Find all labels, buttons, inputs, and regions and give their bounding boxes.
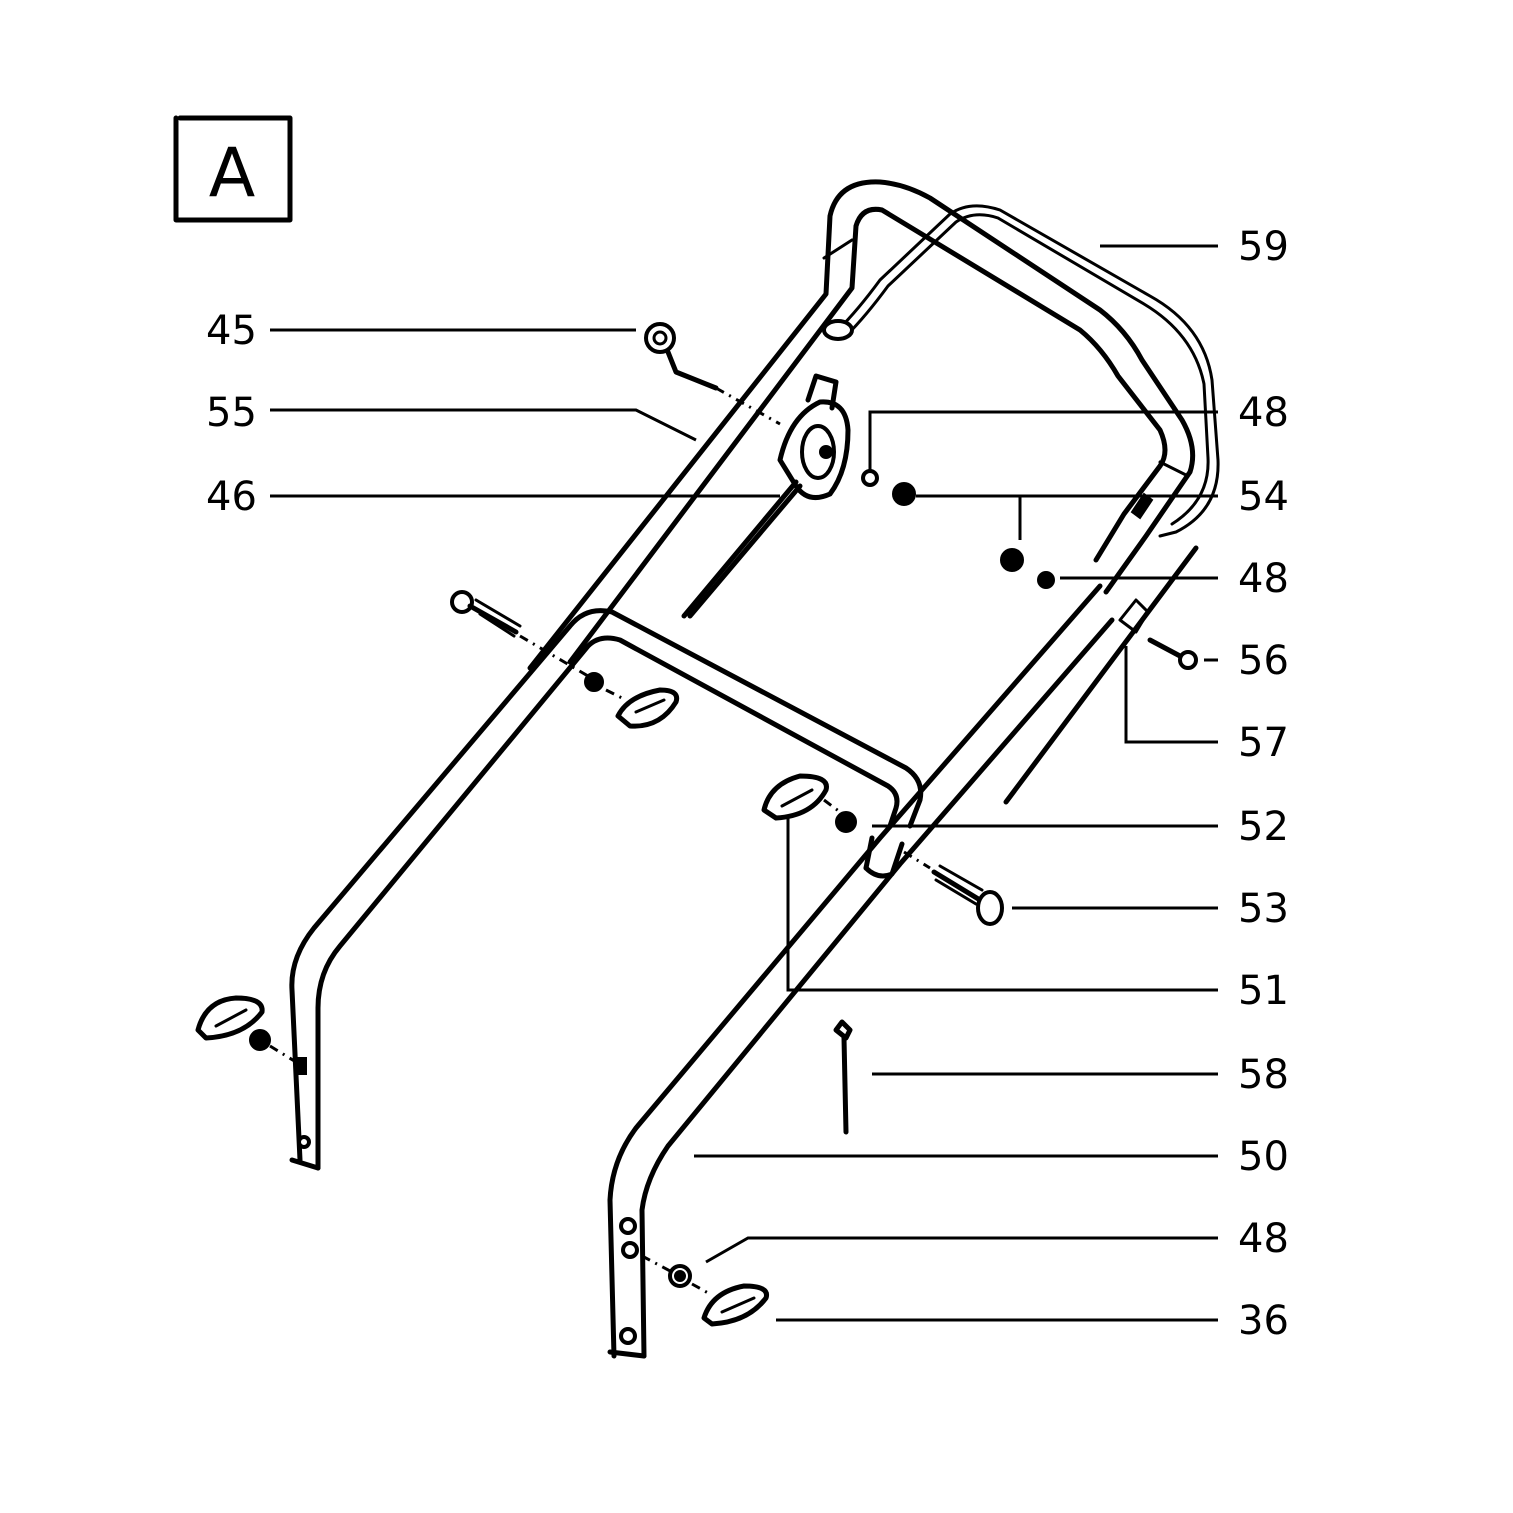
view-label: A [209, 134, 256, 213]
middle-joint-fasteners [761, 773, 1004, 926]
view-label-box: A [173, 115, 293, 223]
leader-lines [270, 244, 1218, 1322]
label-53: 53 [1238, 886, 1289, 932]
label-52: 52 [1238, 804, 1289, 850]
lower-handle-frame [289, 583, 1115, 1359]
label-54: 54 [1238, 474, 1289, 520]
label-36: 36 [1238, 1298, 1289, 1344]
label-55: 55 [206, 390, 257, 436]
label-45: 45 [206, 308, 257, 354]
throttle-control [681, 373, 851, 619]
label-56: 56 [1238, 638, 1289, 684]
label-46: 46 [206, 474, 257, 520]
bottom-right-knob [641, 1254, 769, 1327]
control-cable [822, 204, 1220, 538]
cable-clip [822, 319, 854, 341]
control-rod [1003, 545, 1199, 805]
upper-left-bolt [450, 590, 680, 729]
part-numbers: 59 45 55 48 46 54 48 56 57 52 53 51 58 5… [206, 224, 1289, 1344]
upper-handle-bar [527, 179, 1196, 671]
label-48-mid: 48 [1238, 556, 1289, 602]
label-48-bottom: 48 [1238, 1216, 1289, 1262]
label-48-top: 48 [1238, 390, 1289, 436]
bottom-left-knob [195, 995, 297, 1064]
label-59: 59 [1238, 224, 1289, 270]
label-58: 58 [1238, 1052, 1289, 1098]
label-51: 51 [1238, 968, 1289, 1014]
pin [833, 1019, 853, 1135]
wire-clip [644, 322, 781, 426]
throttle-fasteners [861, 469, 916, 506]
label-50: 50 [1238, 1134, 1289, 1180]
right-fasteners [1000, 548, 1055, 589]
label-57: 57 [1238, 720, 1289, 766]
